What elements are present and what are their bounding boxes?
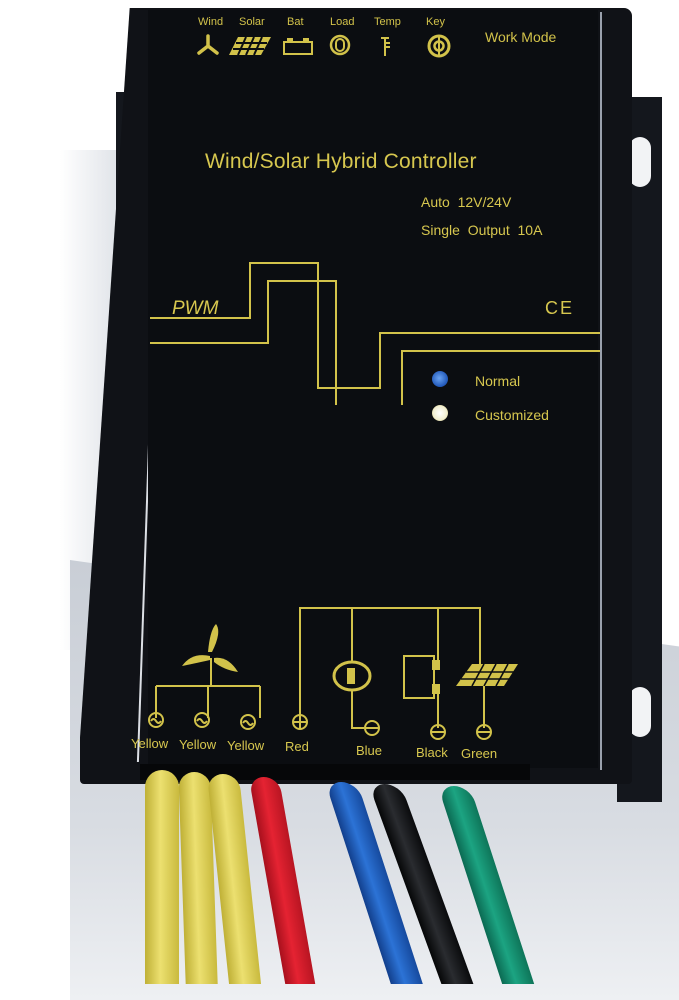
battery-icon — [283, 38, 313, 55]
indicator-label-temp: Temp — [374, 16, 401, 28]
case-edge-highlight-right — [600, 12, 602, 770]
wind-turbine-symbol — [182, 624, 238, 686]
cable-grommet-strip — [140, 764, 530, 780]
pwm-waveform-graphic — [150, 262, 600, 405]
spec-output: Single Output 10A — [421, 222, 543, 238]
thermometer-icon — [381, 37, 390, 56]
product-title: Wind/Solar Hybrid Controller — [205, 150, 477, 173]
indicator-label-solar: Solar — [239, 16, 265, 28]
led-customized — [432, 405, 448, 421]
cable-yellow-1 — [145, 770, 179, 984]
terminal-label-load-negative: Blue — [356, 743, 383, 758]
ce-mark: CE — [545, 298, 575, 318]
terminal-label-wind-1: Yellow — [131, 736, 169, 751]
lamp-load-icon — [329, 34, 351, 56]
key-button-icon — [427, 34, 451, 58]
terminal-label-battery-positive: Red — [285, 739, 309, 754]
mode-label-normal: Normal — [475, 373, 521, 389]
indicator-label-wind: Wind — [198, 16, 224, 28]
mode-label-customized: Customized — [475, 407, 549, 423]
mounting-slot-bottom — [629, 687, 651, 737]
solar-panel-icon — [229, 36, 271, 56]
work-mode-label: Work Mode — [485, 29, 557, 45]
wind-turbine-icon — [197, 34, 219, 55]
indicator-label-bat: Bat — [287, 16, 304, 28]
terminal-label-battery-negative: Black — [416, 745, 448, 760]
pwm-label: PWM — [172, 298, 219, 319]
mounting-slot-top — [629, 137, 651, 187]
terminal-label-wind-3: Yellow — [227, 738, 265, 753]
spec-voltage: Auto 12V/24V — [421, 194, 512, 210]
terminal-label-wind-2: Yellow — [179, 737, 217, 752]
led-normal — [432, 371, 448, 387]
terminal-label-solar-negative: Green — [461, 746, 498, 761]
wiring-diagram — [148, 607, 518, 740]
indicator-label-key: Key — [426, 16, 445, 28]
indicator-label-load: Load — [330, 16, 355, 28]
